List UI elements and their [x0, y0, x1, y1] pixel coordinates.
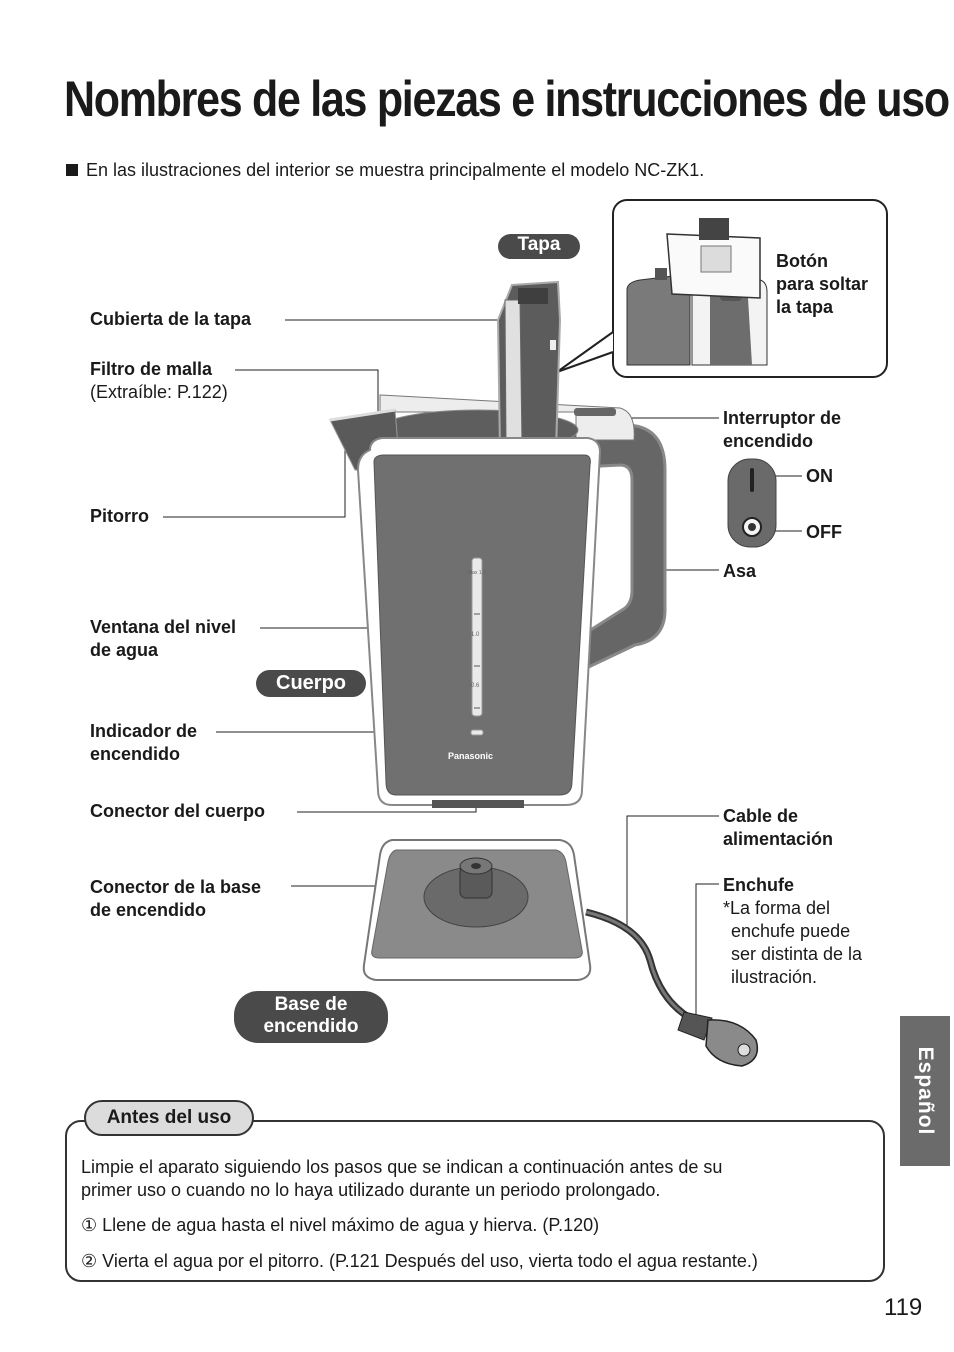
- gauge-max-label: Max 1.6: [468, 570, 486, 576]
- section-base-line1: Base de: [274, 994, 348, 1015]
- label-conector-base-2: de encendido: [90, 900, 207, 920]
- label-filtro: Filtro de malla (Extraíble: P.122): [90, 358, 228, 404]
- before-use-step1: ① Llene de agua hasta el nivel máximo de…: [81, 1214, 599, 1237]
- label-indicador: Indicador de encendido: [90, 720, 197, 766]
- label-interruptor: Interruptor de encendido: [723, 407, 841, 453]
- before-use-text: Limpie el aparato siguiendo los pasos qu…: [81, 1156, 722, 1202]
- label-indicador-2: encendido: [90, 744, 181, 764]
- label-cable-2: alimentación: [723, 829, 834, 849]
- power-cord-plug: [585, 908, 759, 1067]
- label-filtro-note: (Extraíble: P.122): [90, 382, 228, 402]
- before-use-box: [65, 1120, 885, 1282]
- label-interruptor-2: encendido: [723, 431, 814, 451]
- intro-note: En las ilustraciones del interior se mue…: [66, 160, 704, 181]
- label-cable: Cable de alimentación: [723, 805, 833, 851]
- before-use-text-2: primer uso o cuando no lo haya utilizado…: [81, 1180, 661, 1200]
- lid-release-inset: [556, 199, 888, 378]
- label-off: OFF: [806, 522, 842, 542]
- label-conector-base: Conector de la base de encendido: [90, 876, 261, 922]
- language-tab: Español: [900, 1016, 950, 1166]
- intro-text: En las ilustraciones del interior se mue…: [86, 160, 705, 180]
- enchufe-note-3: ser distinta de la: [731, 944, 863, 964]
- label-boton-3: la tapa: [776, 297, 834, 317]
- square-bullet-icon: [66, 164, 78, 176]
- step1-text: Llene de agua hasta el nivel máximo de a…: [102, 1215, 600, 1235]
- gauge-low-label: 0.6: [471, 683, 480, 689]
- label-cable-1: Cable de: [723, 806, 799, 826]
- page-number: 119: [884, 1294, 923, 1321]
- enchufe-note-2: enchufe puede: [731, 921, 851, 941]
- label-ventana-1: Ventana del nivel: [90, 617, 237, 637]
- step2-number: ②: [81, 1251, 98, 1271]
- label-boton-2: para soltar: [776, 274, 869, 294]
- label-indicador-1: Indicador de: [90, 721, 198, 741]
- before-use-step2: ② Vierta el agua por el pitorro. (P.121 …: [81, 1250, 758, 1273]
- step2-text: Vierta el agua por el pitorro. (P.121 De…: [102, 1251, 758, 1271]
- label-ventana-2: de agua: [90, 640, 159, 660]
- section-cuerpo-pill: Cuerpo: [256, 670, 366, 697]
- label-pitorro: Pitorro: [90, 506, 150, 526]
- kettle-lid-open: [496, 280, 562, 451]
- label-boton: Botón para soltar la tapa: [776, 250, 868, 319]
- section-tapa-pill: Tapa: [498, 234, 580, 259]
- power-base: [362, 839, 592, 981]
- page-title: Nombres de las piezas e instrucciones de…: [64, 71, 950, 127]
- section-base-line2: encendido: [263, 1016, 359, 1037]
- power-switch-detail: [727, 458, 777, 548]
- label-on: ON: [806, 466, 833, 486]
- kettle-brand: Panasonic: [448, 751, 494, 761]
- gauge-mid-label: 1.0: [471, 632, 480, 638]
- label-asa: Asa: [723, 561, 757, 581]
- language-tab-label: Español: [914, 1046, 937, 1136]
- label-ventana: Ventana del nivel de agua: [90, 616, 236, 662]
- label-conector-base-1: Conector de la base: [90, 877, 262, 897]
- enchufe-note-1: *La forma del: [723, 898, 831, 918]
- kettle-body: [356, 437, 602, 808]
- label-boton-1: Botón: [776, 251, 828, 271]
- section-base-pill: Base de encendido: [234, 991, 388, 1043]
- label-cubierta: Cubierta de la tapa: [90, 309, 252, 329]
- label-interruptor-1: Interruptor de: [723, 408, 842, 428]
- before-use-text-1: Limpie el aparato siguiendo los pasos qu…: [81, 1157, 723, 1177]
- label-conector-cuerpo: Conector del cuerpo: [90, 801, 266, 821]
- enchufe-note: *La forma del enchufe puede ser distinta…: [723, 897, 862, 989]
- step1-number: ①: [81, 1215, 98, 1235]
- before-use-heading: Antes del uso: [84, 1100, 254, 1136]
- label-enchufe: Enchufe: [723, 875, 795, 895]
- label-filtro-title: Filtro de malla: [90, 359, 213, 379]
- enchufe-note-4: ilustración.: [731, 967, 818, 987]
